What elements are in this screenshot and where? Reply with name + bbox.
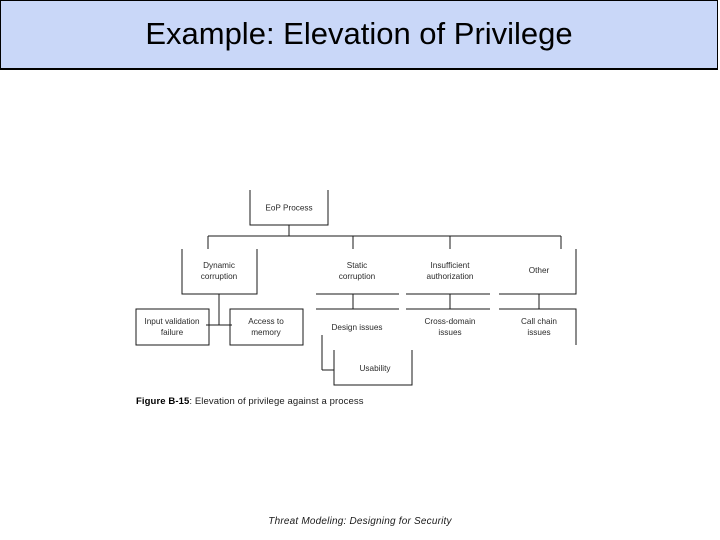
node-label-usability: Usability: [360, 364, 392, 373]
figure-image: EoP Process Dynamic corruption Static co…: [0, 185, 720, 415]
node-box-access-to-memory: [229, 308, 304, 346]
node-label-cross-domain-issues-line2: issues: [438, 328, 461, 337]
slide-title-bar: Example: Elevation of Privilege: [0, 0, 718, 70]
node-box-input-validation-failure: [135, 308, 210, 346]
node-box-design-issues: [316, 308, 399, 370]
node-label-static-corruption-line1: Static: [347, 261, 367, 270]
node-label-call-chain-issues-line1: Call chain: [521, 317, 557, 326]
figure-caption-separator: :: [189, 396, 195, 407]
node-label-static-corruption-line2: corruption: [339, 272, 376, 281]
node-label-cross-domain-issues-line1: Cross-domain: [425, 317, 476, 326]
slide-footer: Threat Modeling: Designing for Security: [268, 516, 452, 527]
node-label-dynamic-corruption-line1: Dynamic: [203, 261, 235, 270]
node-label-insufficient-authorization-line1: Insufficient: [431, 261, 471, 270]
node-label-dynamic-corruption-line2: corruption: [201, 272, 238, 281]
node-label-access-to-memory-line1: Access to: [248, 317, 284, 326]
page-title: Example: Elevation of Privilege: [145, 16, 573, 51]
node-label-other: Other: [529, 266, 550, 275]
figure-caption-text: Elevation of privilege against a process: [194, 396, 364, 407]
node-box-other: [499, 249, 577, 295]
connector-dynamic-tee: [206, 309, 232, 326]
node-label-access-to-memory-line2: memory: [251, 328, 281, 337]
node-label-input-validation-failure-line1: Input validation: [144, 317, 200, 326]
node-label-call-chain-issues-line2: issues: [527, 328, 550, 337]
node-label-input-validation-failure-line2: failure: [161, 328, 184, 337]
node-label-design-issues: Design issues: [332, 323, 383, 332]
node-label-eop-process: EoP Process: [265, 204, 312, 213]
eop-tree-diagram: EoP Process Dynamic corruption Static co…: [135, 190, 577, 386]
figure-caption-number: Figure B-15: [136, 396, 190, 407]
node-box-call-chain-issues: [499, 308, 577, 345]
node-label-insufficient-authorization-line2: authorization: [427, 272, 474, 281]
node-box-usability: [333, 350, 413, 386]
figure-caption: Figure B-15: Elevation of privilege agai…: [136, 396, 364, 407]
